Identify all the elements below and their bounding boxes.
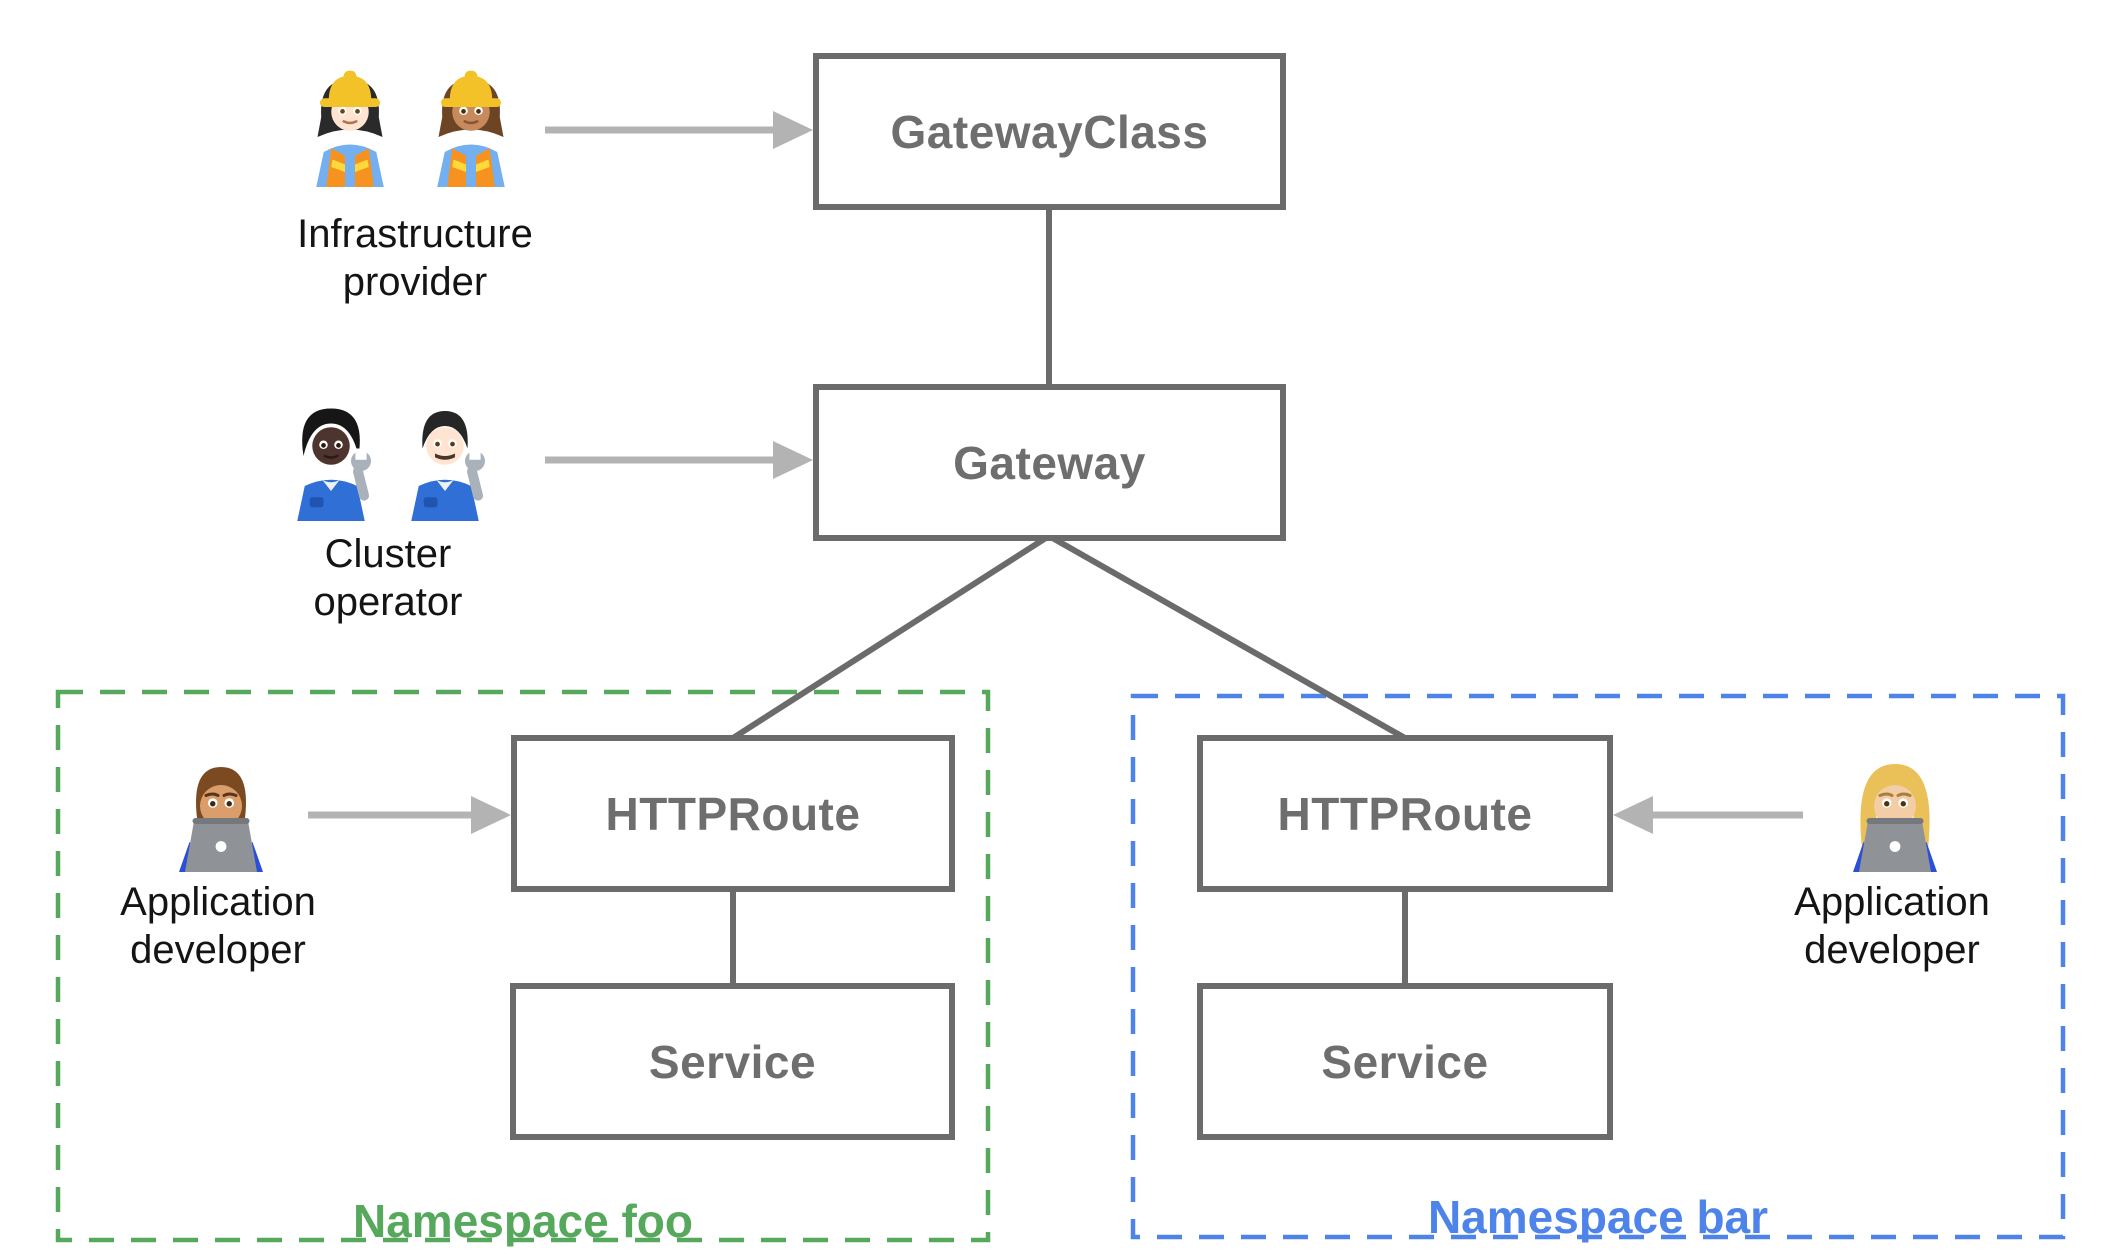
woman-technologist-icon [1853,764,1937,872]
node-foo-httproute: HTTPRoute [511,735,955,892]
cluster-operator-label-line1: Cluster [324,532,452,576]
arrow-foo-developer-to-httproute [308,796,511,834]
bar-application-developer-label: Application developer [1692,878,2092,974]
cluster-operator-label: Cluster operator [188,530,588,626]
arrow-infrastructure-provider-to-gatewayclass [545,111,813,149]
arrow-bar-developer-to-httproute [1613,796,1803,834]
infrastructure-provider-label-line1: Infrastructure [297,212,533,256]
infrastructure-provider-label-line2: provider [342,260,488,304]
namespace-foo-outline [55,689,991,1243]
edge-gateway-foo-httproute [731,533,1051,741]
node-bar-httproute: HTTPRoute [1197,735,1613,892]
relationship-edges [730,205,1408,990]
man-technologist-icon [179,767,263,872]
node-gateway: Gateway [813,384,1286,541]
bar-application-developer-label-line2: developer [1804,928,1980,972]
foo-application-developer-label-line1: Application [120,880,316,924]
node-gatewayclass: GatewayClass [813,53,1286,210]
node-bar-service: Service [1197,983,1613,1140]
namespace-bar-label: Namespace bar [1427,1191,1769,1243]
woman-construction-worker-medium-icon [437,70,505,187]
mechanic-dark-icon [297,408,371,521]
bar-application-developer-label-line1: Application [1794,880,1990,924]
namespace-foo-label: Namespace foo [352,1195,693,1247]
node-foo-service: Service [510,983,955,1140]
namespace-bar-outline [1130,693,2066,1240]
foo-application-developer-label-line2: developer [130,928,306,972]
infrastructure-provider-label: Infrastructure provider [215,210,615,306]
edge-gateway-bar-httproute [1047,533,1407,741]
foo-application-developer-label: Application developer [18,878,418,974]
man-mechanic-light-icon [411,411,485,521]
cluster-operator-label-line2: operator [313,580,463,624]
woman-construction-worker-light-icon [316,70,384,187]
persona-arrows [308,111,1803,834]
arrow-cluster-operator-to-gateway [545,441,813,479]
